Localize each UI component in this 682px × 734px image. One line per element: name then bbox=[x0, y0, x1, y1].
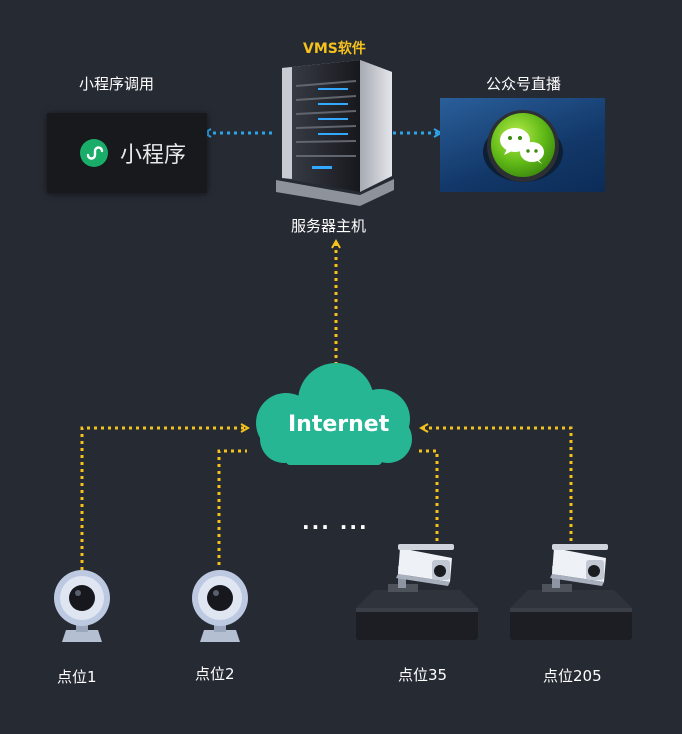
miniprogram-panel: 小程序 bbox=[47, 113, 207, 193]
wechat-panel bbox=[440, 98, 605, 192]
endpoint-205-label: 点位205 bbox=[543, 667, 602, 685]
miniprogram-logo-text: 小程序 bbox=[120, 143, 187, 168]
miniprogram-logo-icon bbox=[80, 139, 108, 167]
wechat-title: 公众号直播 bbox=[486, 75, 562, 93]
nvr-camera-35-icon bbox=[356, 544, 478, 640]
miniprogram-title: 小程序调用 bbox=[79, 75, 155, 93]
webcam-2-icon bbox=[192, 570, 248, 642]
vms-software-label: VMS软件 bbox=[303, 41, 366, 57]
internet-label: Internet bbox=[288, 412, 390, 437]
endpoint-1-link bbox=[80, 428, 247, 570]
endpoint-2-label: 点位2 bbox=[195, 665, 235, 683]
webcam-1-icon bbox=[54, 570, 110, 642]
endpoint-2-link bbox=[217, 449, 247, 565]
server-host-icon bbox=[276, 60, 394, 206]
server-host-label: 服务器主机 bbox=[291, 217, 367, 235]
nvr-camera-205-icon bbox=[510, 544, 632, 640]
wechat-logo-icon bbox=[483, 110, 563, 182]
ellipsis-text: ... ... bbox=[302, 510, 369, 534]
endpoint-35-label: 点位35 bbox=[398, 666, 448, 684]
endpoint-1-label: 点位1 bbox=[57, 668, 97, 686]
endpoint-205-link bbox=[422, 428, 573, 548]
internet-cloud-icon bbox=[256, 363, 412, 465]
